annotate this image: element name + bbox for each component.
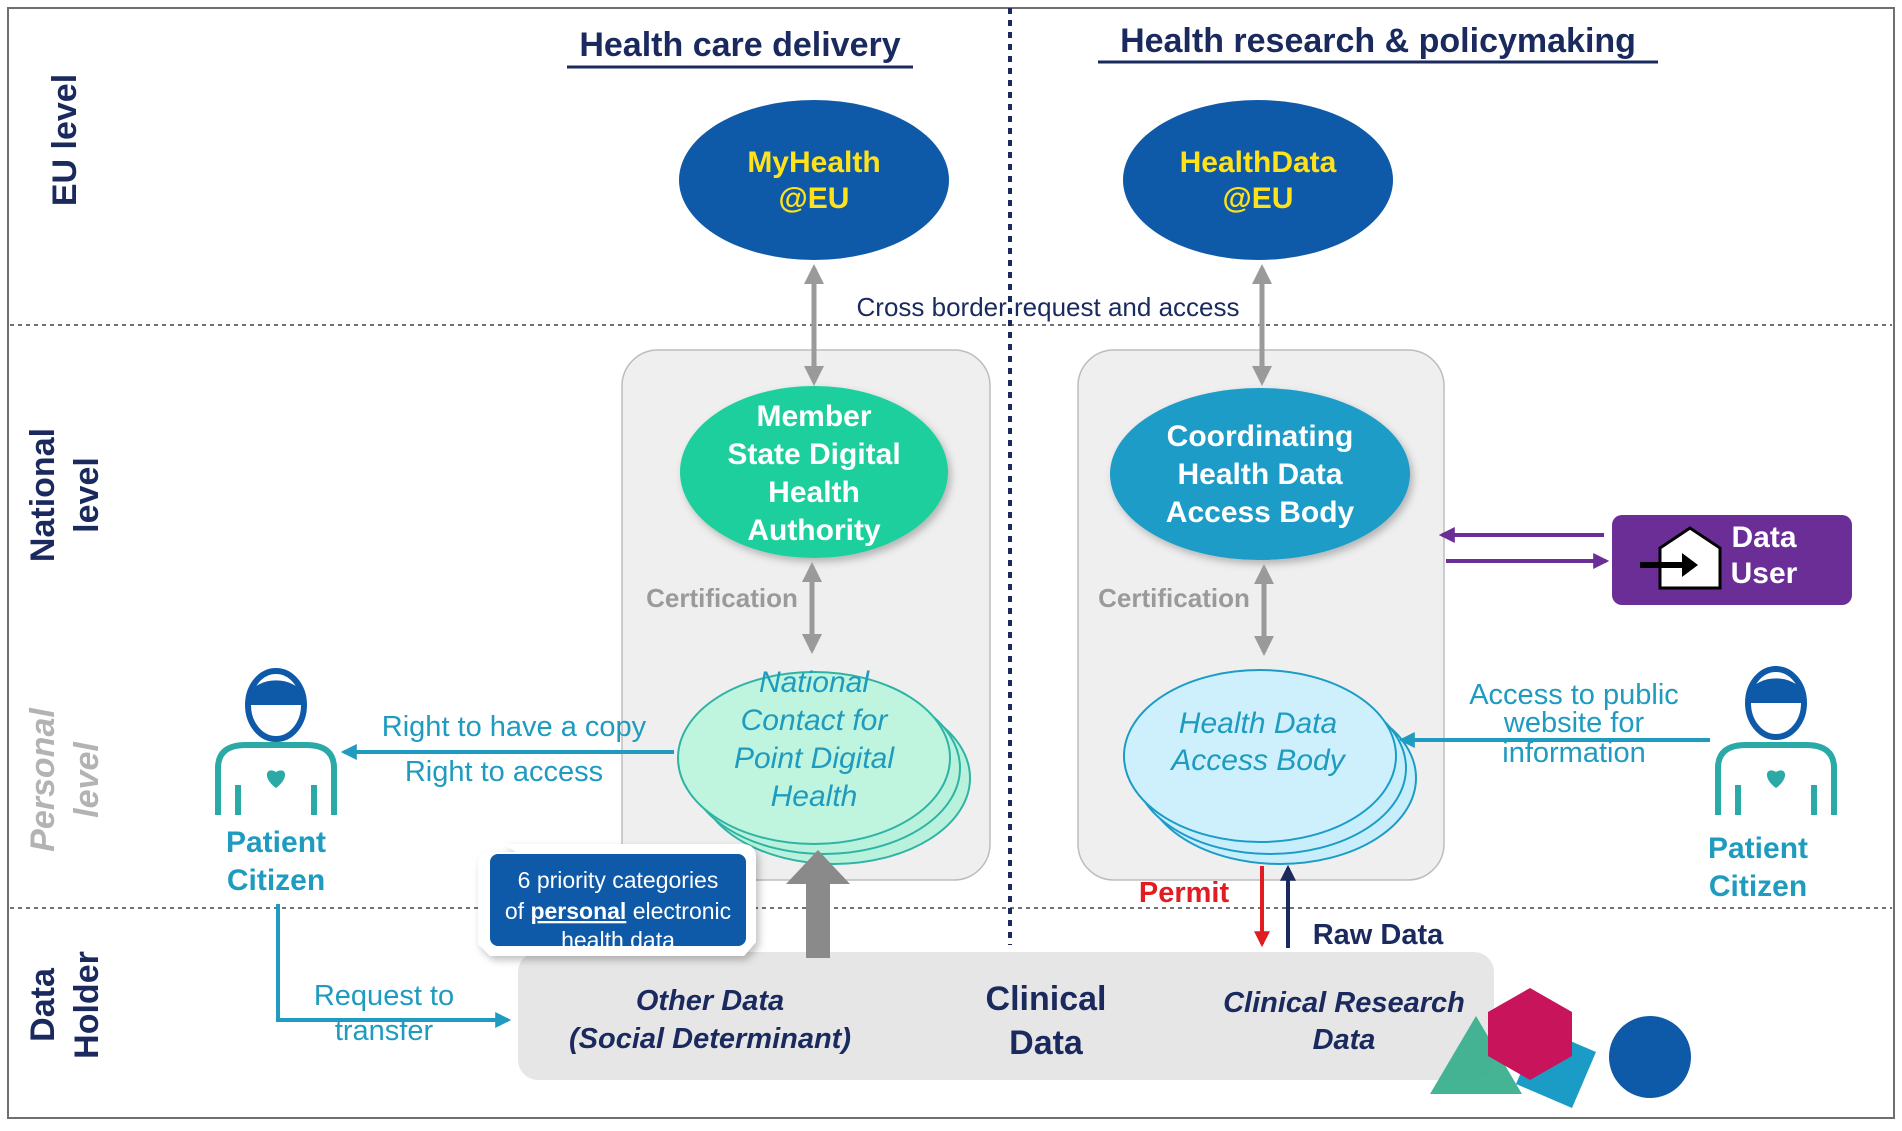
- label-request-transfer-1: Request to: [314, 980, 454, 1012]
- arrow-upload-personal-data: [786, 850, 850, 958]
- node-contact-stack: [677, 671, 971, 865]
- heading-care: Health care delivery: [579, 26, 900, 64]
- label-clinical-data-2: Data: [1009, 1024, 1084, 1062]
- node-coordinating-label-2: Health Data: [1177, 458, 1342, 491]
- label-raw-data: Raw Data: [1313, 919, 1444, 951]
- label-data-user-1: Data: [1731, 521, 1796, 554]
- data-holder-bar: [518, 952, 1494, 1080]
- label-patient-right-2: Citizen: [1709, 870, 1807, 903]
- outer-frame: [7, 7, 1895, 1119]
- node-healthdata-label-2: @EU: [1223, 182, 1294, 215]
- label-patient-left-1: Patient: [226, 826, 326, 859]
- node-myhealth: [679, 100, 949, 260]
- level-national-1: National: [24, 428, 62, 562]
- arrow-request-transfer: [276, 904, 512, 1028]
- level-personal-1: Personal: [24, 707, 62, 852]
- level-national-2: level: [68, 457, 106, 533]
- node-hdab-label-2: Access Body: [1169, 744, 1346, 777]
- node-contact-label-2: Contact for: [741, 704, 889, 737]
- node-contact-label-3: Point Digital: [734, 742, 895, 775]
- level-holder-1: Data: [24, 967, 62, 1042]
- node-healthdata: [1123, 100, 1393, 260]
- label-request-transfer-2: transfer: [335, 1015, 434, 1047]
- label-right-copy: Right to have a copy: [382, 711, 647, 743]
- level-eu: EU level: [46, 74, 84, 206]
- label-right-access: Right to access: [405, 756, 603, 788]
- node-myhealth-label-2: @EU: [779, 182, 850, 215]
- priority-line-1: 6 priority categories: [518, 867, 719, 893]
- label-permit: Permit: [1139, 877, 1230, 909]
- node-coordinating: [1110, 388, 1410, 560]
- node-authority-label-4: Authority: [747, 514, 881, 547]
- priority-line-2: of personal electronic: [505, 898, 731, 924]
- node-authority-label-3: Health: [768, 476, 860, 509]
- label-public-access-3: information: [1502, 737, 1645, 769]
- priority-line-3: health data: [561, 927, 675, 953]
- label-other-data-1: Other Data: [636, 985, 784, 1017]
- node-authority-label-1: Member: [756, 400, 871, 433]
- label-cross-border: Cross border request and access: [857, 292, 1240, 322]
- label-patient-right-1: Patient: [1708, 832, 1808, 865]
- node-contact-label-1: National: [759, 666, 870, 699]
- priority-badge: [490, 854, 746, 946]
- node-authority-label-2: State Digital: [727, 438, 900, 471]
- label-public-access-2: website for: [1503, 707, 1645, 739]
- label-clinical-data-1: Clinical: [986, 980, 1107, 1018]
- label-clinical-research-2: Data: [1313, 1024, 1376, 1056]
- person-heart-icon: [1715, 666, 1837, 815]
- node-coordinating-label-1: Coordinating: [1167, 420, 1354, 453]
- decorative-shapes-icon: [1430, 988, 1691, 1108]
- label-certification-left: Certification: [646, 583, 798, 613]
- level-holder-2: Holder: [68, 951, 106, 1059]
- house-arrow-icon: [1640, 526, 1722, 590]
- node-hdab-label-1: Health Data: [1179, 707, 1337, 740]
- person-heart-icon: [215, 668, 337, 815]
- node-healthdata-label-1: HealthData: [1180, 146, 1337, 179]
- node-authority: [680, 386, 948, 558]
- label-public-access-1: Access to public: [1469, 679, 1679, 711]
- node-hdab-stack: [1123, 669, 1417, 865]
- level-personal-2: level: [68, 741, 106, 818]
- label-certification-right: Certification: [1098, 583, 1250, 613]
- node-contact-label-4: Health: [771, 780, 858, 813]
- label-clinical-research-1: Clinical Research: [1223, 987, 1465, 1019]
- label-other-data-2: (Social Determinant): [569, 1023, 851, 1055]
- label-patient-left-2: Citizen: [227, 864, 325, 897]
- node-myhealth-label-1: MyHealth: [747, 146, 880, 179]
- heading-research: Health research & policymaking: [1120, 22, 1636, 60]
- label-data-user-2: User: [1731, 557, 1798, 590]
- node-coordinating-label-3: Access Body: [1166, 496, 1355, 529]
